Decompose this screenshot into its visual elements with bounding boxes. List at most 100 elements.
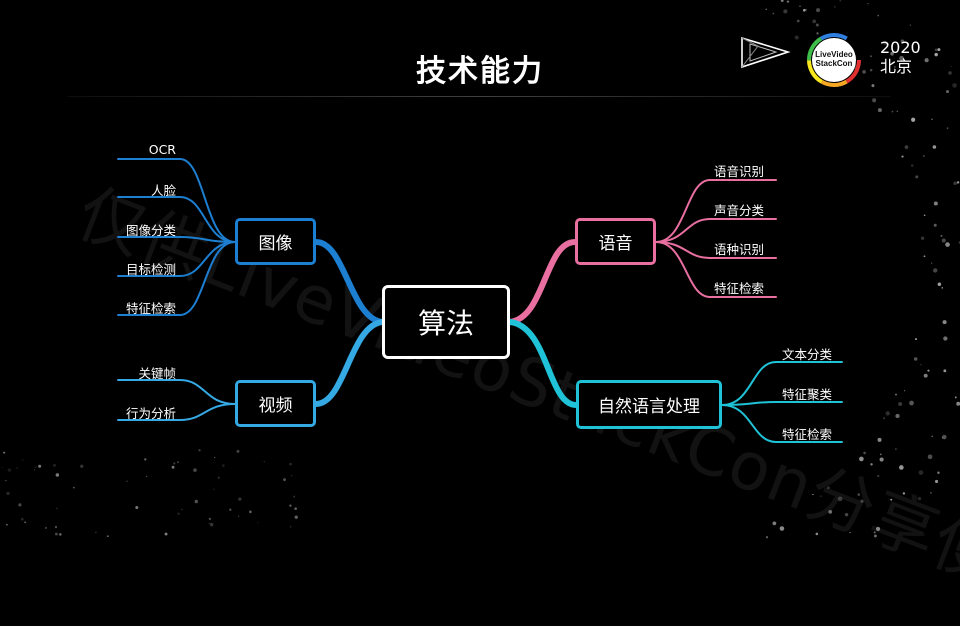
background-dot <box>5 479 7 482</box>
background-dot <box>952 83 957 88</box>
background-dot <box>164 532 168 536</box>
background-dot <box>257 521 259 524</box>
background-dot <box>290 526 292 528</box>
background-dot <box>940 234 943 237</box>
background-dot <box>927 454 933 460</box>
background-dot <box>937 471 940 475</box>
background-dot <box>931 118 933 121</box>
leaf-image-face: 人脸 <box>150 183 176 198</box>
background-dot <box>941 238 946 243</box>
background-dot <box>867 2 869 5</box>
background-dot <box>796 19 800 23</box>
background-dot <box>844 512 849 517</box>
logo-text-2: StackCon <box>816 59 853 68</box>
background-dot <box>915 175 919 179</box>
background-dot <box>953 181 957 186</box>
background-dot <box>772 521 777 526</box>
center-node: 算法 <box>382 285 510 359</box>
background-dot <box>193 468 197 472</box>
background-dot <box>924 58 929 63</box>
background-dot <box>794 35 799 40</box>
background-dot <box>913 357 918 361</box>
background-dot <box>293 495 296 498</box>
background-dot <box>945 242 950 247</box>
background-dot <box>900 39 905 43</box>
background-dot <box>879 453 882 456</box>
background-dot <box>772 12 775 15</box>
background-dot <box>294 507 297 510</box>
background-dot <box>780 0 784 2</box>
connector-image-leaf-0 <box>117 158 236 243</box>
background-dot <box>177 461 179 463</box>
background-dot <box>890 51 894 56</box>
background-dot <box>895 413 900 419</box>
background-dot <box>144 458 147 461</box>
background-dot <box>941 287 944 289</box>
background-dot <box>33 469 36 471</box>
background-dot <box>877 108 882 113</box>
connector-nlp-leaf-1 <box>721 401 843 406</box>
livevideostackcon-logo: LiveVideo StackCon <box>807 33 861 87</box>
background-dot <box>883 41 887 45</box>
background-dot <box>171 465 175 469</box>
background-dot <box>883 417 885 420</box>
background-dot <box>934 48 938 52</box>
background-dot <box>891 61 894 64</box>
background-dot <box>857 493 861 496</box>
background-dot <box>289 504 292 507</box>
background-dot <box>177 512 180 515</box>
background-dot <box>956 181 960 184</box>
background-dot <box>95 531 97 534</box>
background-dot <box>877 14 880 17</box>
background-dot <box>859 456 864 462</box>
background-dot <box>816 32 819 35</box>
background-dot <box>126 480 128 482</box>
background-dot <box>890 498 893 501</box>
background-dot <box>6 491 10 495</box>
title-divider <box>68 96 891 97</box>
background-dot <box>943 336 948 341</box>
background-dot <box>898 402 903 406</box>
background-dot <box>946 90 949 93</box>
background-dot <box>907 43 910 45</box>
background-dot <box>263 460 265 463</box>
background-dot <box>837 496 843 502</box>
background-dot <box>895 448 897 450</box>
background-dot <box>941 437 944 439</box>
background-dot <box>891 110 894 113</box>
background-dot <box>236 449 240 453</box>
background-dot <box>937 48 941 52</box>
background-dot <box>933 268 938 273</box>
background-dot <box>902 492 906 495</box>
background-dot <box>934 479 939 484</box>
background-dot <box>52 463 56 467</box>
background-dot <box>783 9 788 14</box>
background-dot <box>901 155 904 158</box>
connector-video-leaf-0 <box>117 379 236 405</box>
background-dot <box>933 201 938 206</box>
background-dot <box>20 517 24 521</box>
background-dot <box>885 411 890 416</box>
background-dot <box>249 510 252 514</box>
connector-speech-leaf-2 <box>655 241 777 259</box>
background-dot <box>214 456 216 459</box>
background-dot <box>802 8 806 12</box>
background-dot <box>942 320 947 325</box>
leaf-image-ocr: OCR <box>148 142 176 157</box>
background-dot <box>6 523 8 526</box>
background-dot <box>56 507 58 510</box>
background-dot <box>24 521 27 524</box>
event-info: 2020 北京 <box>880 38 921 76</box>
leaf-video-keyframe: 关键帧 <box>138 366 176 381</box>
background-dot <box>879 457 884 462</box>
connector-image-leaf-3 <box>117 241 236 277</box>
connector-speech-leaf-3 <box>655 241 777 298</box>
background-dot <box>920 236 925 240</box>
background-dot <box>221 464 225 467</box>
background-dot <box>198 449 201 452</box>
background-dot <box>834 6 836 8</box>
mindmap-connectors <box>117 158 843 443</box>
background-dot <box>819 495 822 498</box>
background-dots <box>1 0 960 539</box>
